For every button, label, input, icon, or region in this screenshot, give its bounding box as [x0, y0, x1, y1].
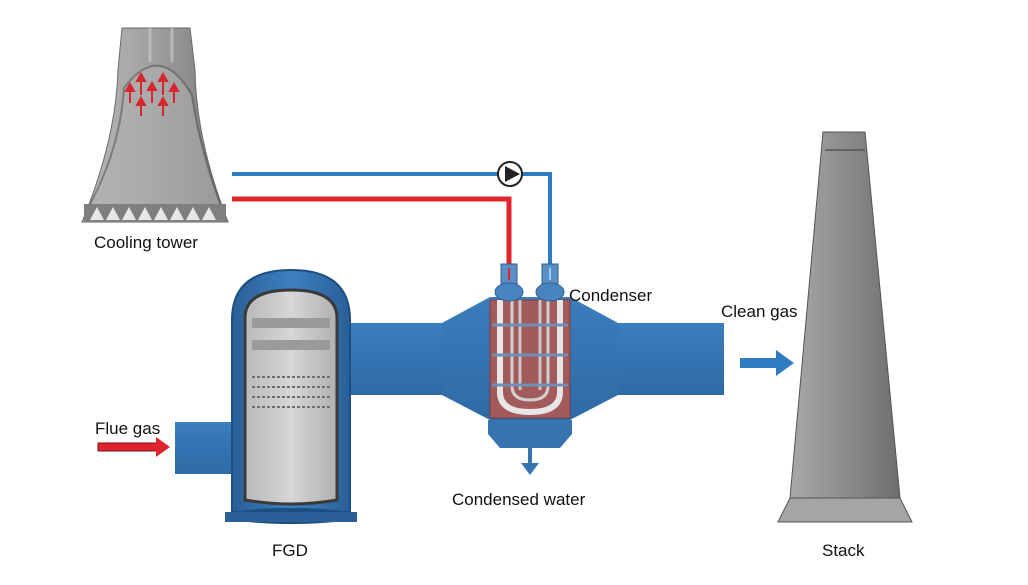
stack — [777, 131, 913, 523]
clean-gas-label: Clean gas — [721, 302, 798, 321]
tower-fill-triangles — [90, 207, 216, 220]
flue-gas-label: Flue gas — [95, 419, 161, 438]
flue-gas-inlet-duct — [175, 422, 237, 474]
cooling-tower-label: Cooling tower — [94, 233, 198, 252]
condenser-nozzles — [494, 263, 565, 302]
heat-arrow-icon — [124, 71, 180, 116]
fgd-spray-level — [252, 376, 330, 408]
condensed-water-label: Condensed water — [452, 490, 586, 509]
cold-water-pipe — [232, 172, 552, 272]
flue-gas-arrow-icon — [97, 437, 170, 457]
fgd-vessel — [225, 268, 357, 524]
drain-arrow-icon — [521, 463, 539, 475]
fgd-label: FGD — [272, 541, 308, 560]
condenser-core — [489, 299, 571, 419]
clean-gas-arrow-icon — [740, 350, 794, 376]
stack-label: Stack — [822, 541, 865, 560]
pump-icon — [497, 161, 523, 187]
hot-water-pipe — [232, 196, 512, 272]
cooling-tower — [81, 27, 229, 223]
condenser-label: Condenser — [569, 286, 653, 305]
